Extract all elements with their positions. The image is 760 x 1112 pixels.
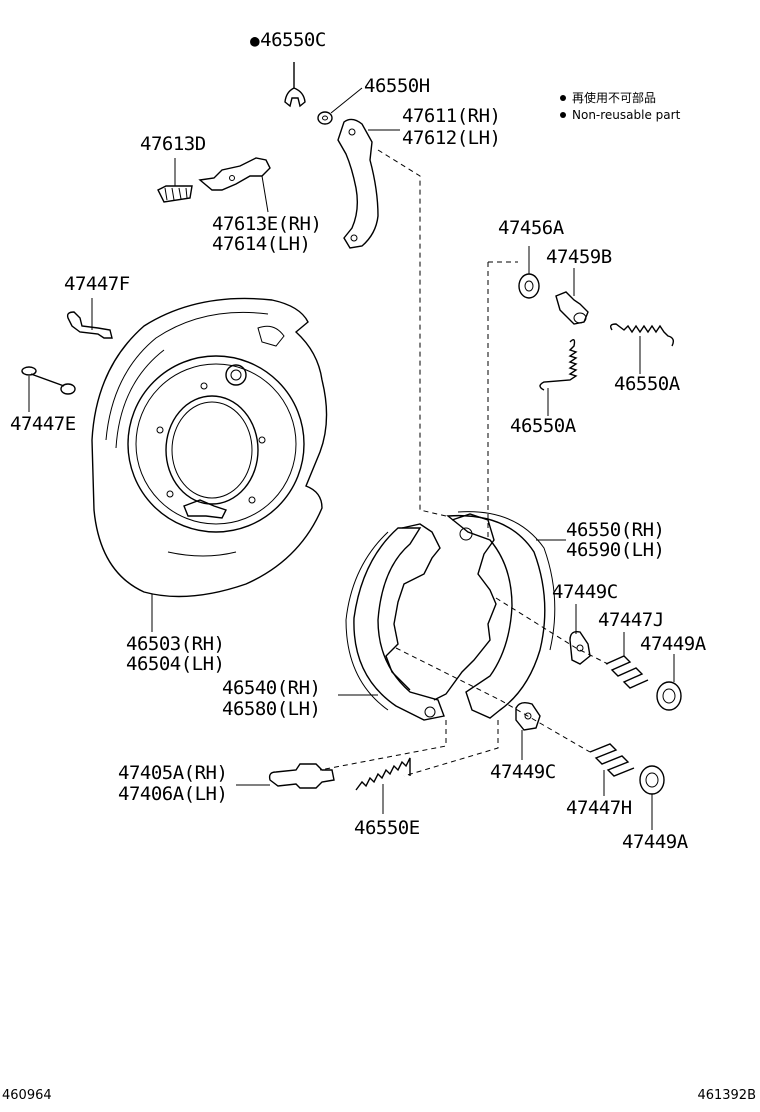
spring-46550A-upper-part [609, 323, 675, 374]
brake-shoe-46550-part [433, 511, 566, 719]
label-47449A-lower: 47449A [622, 831, 688, 853]
footer-left-code: 460964 [2, 1088, 52, 1103]
label-46504: 46504(LH) [126, 653, 225, 675]
spring-47447J-part [605, 632, 649, 689]
label-47613D: 47613D [140, 133, 206, 155]
non-reusable-bullet-icon [560, 95, 566, 101]
label-47449C-lower: 47449C [490, 761, 556, 783]
label-46550H: 46550H [364, 75, 430, 97]
legend-jp-text: 再使用不可部品 [572, 91, 657, 105]
legend-row-en: Non-reusable part [560, 107, 680, 124]
non-reusable-bullet-icon: ● [250, 31, 260, 50]
washer-46550H-part [317, 87, 363, 125]
cup-47449A-upper-part [656, 654, 682, 711]
label-47447F: 47447F [64, 273, 130, 295]
legend-en-text: Non-reusable part [572, 108, 681, 122]
backing-plate-46503-part [91, 297, 328, 632]
spring-47447H-part [589, 743, 635, 796]
footer-right-code: 461392B [697, 1088, 756, 1103]
label-46550C: ●46550C [250, 29, 326, 51]
label-46580: 46580(LH) [222, 698, 321, 720]
pin-47447F-part [66, 298, 113, 339]
label-47406A: 47406A(LH) [118, 783, 228, 805]
pawl-47613D-part [157, 158, 193, 203]
spring-46550A-lower-part [539, 339, 578, 416]
brake-shoe-46540-part [338, 523, 445, 721]
label-46550E: 46550E [354, 817, 420, 839]
parking-lever-47611-part [337, 118, 400, 249]
label-47447E: 47447E [10, 413, 76, 435]
pin-47447E-part [21, 366, 76, 412]
legend: 再使用不可部品 Non-reusable part [560, 90, 680, 124]
cup-47449A-lower-part [639, 765, 665, 830]
non-reusable-bullet-icon [560, 112, 566, 118]
bolt-47459B-part [555, 268, 589, 325]
label-47613E: 47613E(RH) [212, 213, 322, 235]
label-46590: 46590(LH) [566, 539, 665, 561]
label-47456A: 47456A [498, 217, 564, 239]
label-46550: 46550(RH) [566, 519, 665, 541]
label-46550A-lower: 46550A [510, 415, 576, 437]
label-46550A-upper: 46550A [614, 373, 680, 395]
spring-46550E-part [355, 757, 411, 814]
label-47447H: 47447H [566, 797, 632, 819]
label-47405A: 47405A(RH) [118, 762, 228, 784]
strut-47613E-part [198, 157, 271, 213]
label-47449C-upper: 47449C [552, 581, 618, 603]
label-47611: 47611(RH) [402, 105, 501, 127]
legend-row-jp: 再使用不可部品 [560, 90, 680, 107]
adjuster-47405A-part [236, 763, 335, 789]
label-47612: 47612(LH) [402, 127, 501, 149]
retainer-47449C-lower-part [515, 701, 541, 760]
clip-46550C-part [284, 62, 306, 108]
label-47459B: 47459B [546, 246, 612, 268]
label-47449A-upper: 47449A [640, 633, 706, 655]
assembly-guide-lines [319, 149, 609, 777]
label-46540: 46540(RH) [222, 677, 321, 699]
washer-47456A-part [518, 246, 540, 299]
retainer-47449C-upper-part [569, 604, 591, 665]
label-47447J: 47447J [598, 609, 664, 631]
label-47614: 47614(LH) [212, 233, 311, 255]
label-46503: 46503(RH) [126, 633, 225, 655]
